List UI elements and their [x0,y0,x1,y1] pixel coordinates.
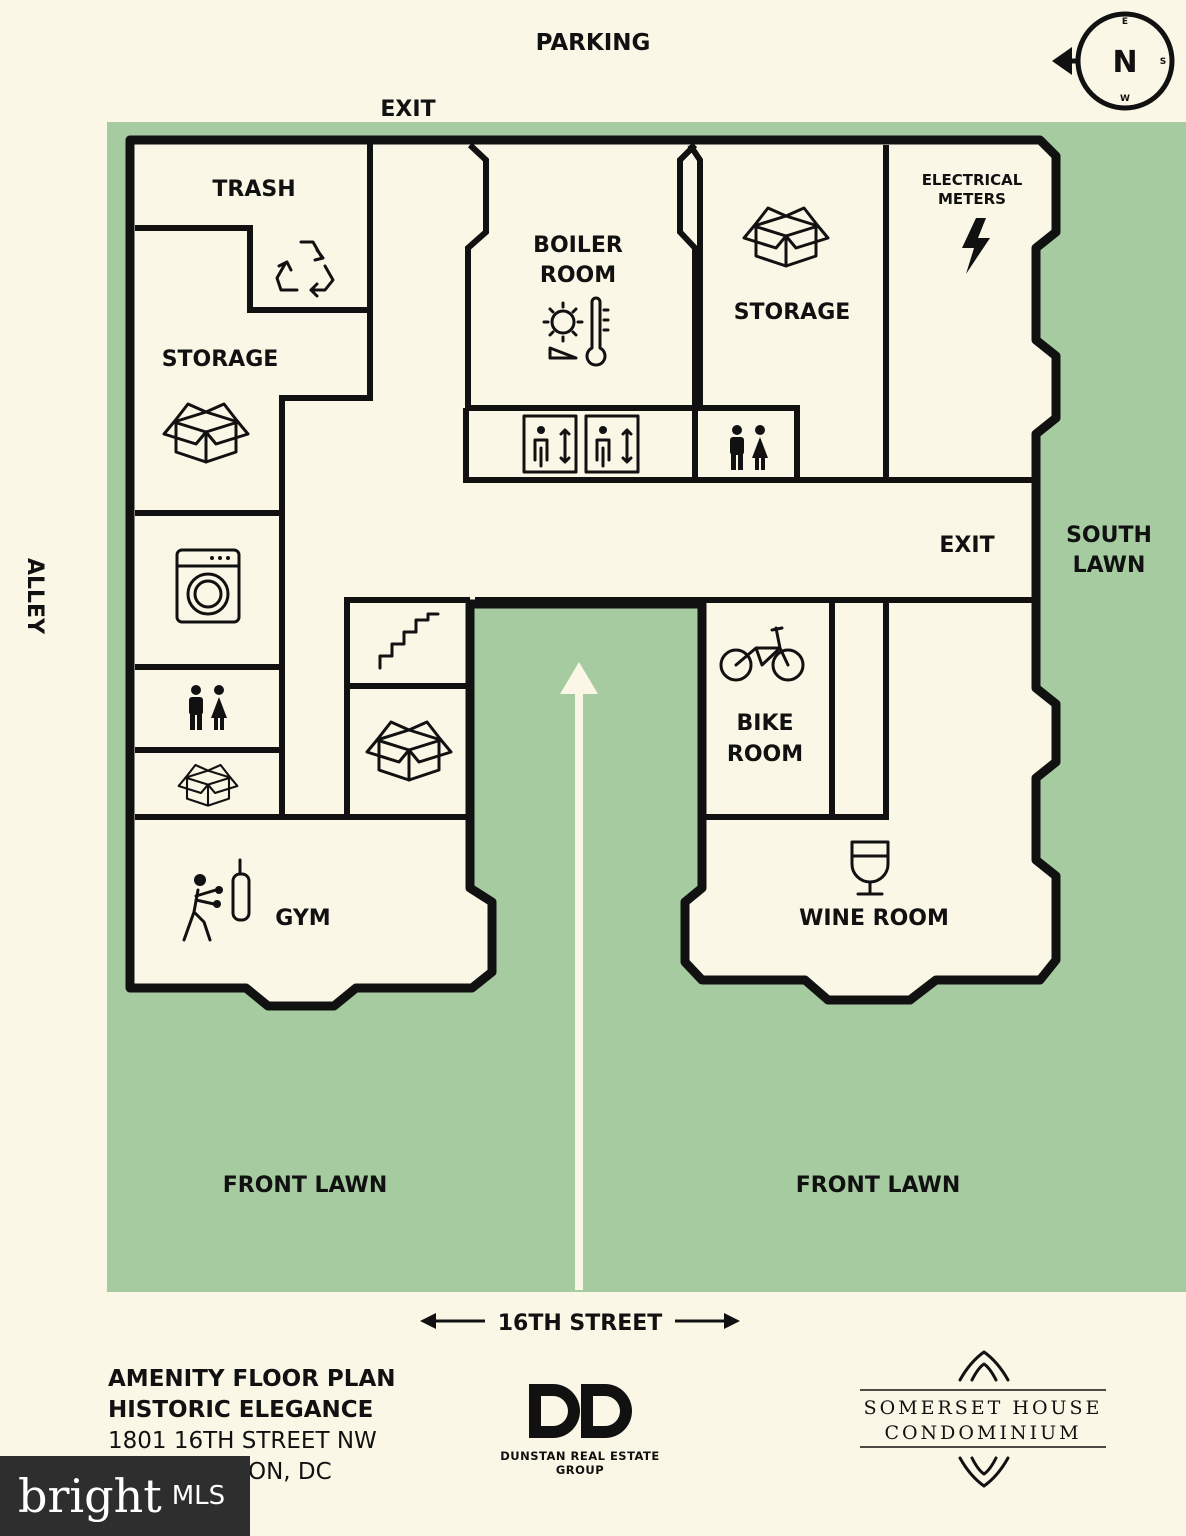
boxer-icon [182,858,251,942]
stairs-icon [378,612,440,670]
somerset-logo: SOMERSET HOUSE CONDOMINIUM [858,1352,1108,1446]
footer-address-1: 1801 16TH STREET NW [108,1428,377,1454]
compass: N E S W [1052,11,1175,111]
storage-left-label: STORAGE [162,347,279,372]
entry-arrow [560,662,598,1290]
compass-e: E [1122,17,1128,27]
washing-machine-icon [175,548,241,624]
interior-walls [135,140,1032,820]
wine-label: WINE ROOM [799,906,949,931]
exit-right-label: EXIT [939,533,994,558]
dunstan-logo: DUNSTAN REAL ESTATE GROUP [478,1380,682,1477]
lightning-icon [962,218,990,274]
compass-n: N [1112,45,1137,80]
compass-w: W [1120,94,1130,104]
recycle-icon [275,240,335,298]
triangle-icon [548,346,578,360]
bike-label-1: BIKE [736,711,793,736]
bright-word: bright [18,1469,162,1523]
trash-label: TRASH [212,177,295,202]
dunstan-name: DUNSTAN REAL ESTATE GROUP [500,1449,660,1477]
gym-label: GYM [275,906,330,931]
elevator-icon-2 [584,414,640,474]
elevator-icon-1 [522,414,578,474]
exit-top-label: EXIT [380,97,435,122]
front-lawn-left-label: FRONT LAWN [223,1173,387,1198]
parking-label: PARKING [536,30,651,56]
bike-label-2: ROOM [727,742,803,767]
restroom-icon-top [730,425,768,470]
boiler-sun-icon [542,301,584,343]
electrical-label-2: METERS [938,190,1006,208]
building-outline [125,135,1061,1011]
bicycle-icon [719,626,805,682]
front-lawn-right-label: FRONT LAWN [796,1173,960,1198]
street-label: 16TH STREET [498,1311,663,1336]
footer-info: AMENITY FLOOR PLAN HISTORIC ELEGANCE 180… [108,1364,396,1488]
footer-address-2: ON, DC [248,1459,332,1485]
somerset-line-1: SOMERSET HOUSE [863,1397,1103,1419]
somerset-ornament [860,1350,1106,1488]
street-arrows [420,1313,740,1329]
storage-box-icon-small [177,763,239,807]
boiler-label-1: BOILER [533,233,623,258]
south-lawn-label-2: LAWN [1073,553,1146,578]
restroom-icon-left [189,685,227,730]
south-lawn-label-1: SOUTH [1066,523,1152,548]
wine-glass-icon [850,840,890,896]
footer-title-1: AMENITY FLOOR PLAN [108,1366,396,1392]
boiler-label-2: ROOM [540,263,616,288]
somerset-line-2: CONDOMINIUM [884,1422,1082,1444]
storage-box-icon-left [162,402,250,464]
storage-box-icon-top [742,206,830,268]
dunstan-dd-mark [529,1384,632,1438]
bright-mls-watermark: bright MLS [0,1456,250,1536]
mls-word: MLS [171,1481,226,1511]
compass-s: S [1160,57,1166,67]
storage-box-icon-center [365,720,453,782]
footer-title-2: HISTORIC ELEGANCE [108,1397,374,1423]
thermometer-icon [585,296,610,367]
storage-top-label: STORAGE [734,300,851,325]
electrical-label-1: ELECTRICAL [922,171,1023,189]
alley-label: ALLEY [22,558,47,635]
